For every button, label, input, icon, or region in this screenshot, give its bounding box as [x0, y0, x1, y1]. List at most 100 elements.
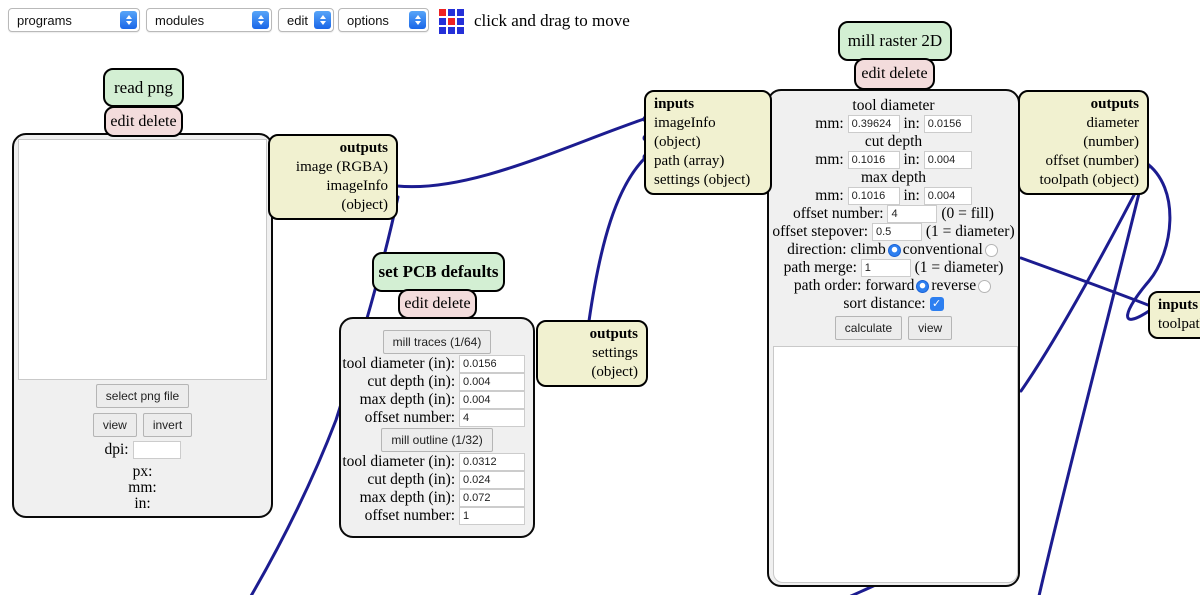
in-label: in:: [134, 495, 151, 512]
inputs-header: inputs: [1158, 297, 1199, 313]
trace-offset-number-input[interactable]: [459, 409, 525, 427]
cut-depth-in-input[interactable]: [923, 151, 972, 169]
direction-label: direction:: [787, 241, 847, 258]
output-diameter[interactable]: diameter (number): [1083, 115, 1139, 150]
mill-raster-preview-canvas[interactable]: [773, 346, 1018, 583]
offset-stepover-note: (1 = diameter): [925, 223, 1015, 240]
read-png-module: select png file view invert dpi: px: mm:…: [12, 133, 273, 518]
stepper-icon: [314, 11, 331, 29]
read-png-title[interactable]: read png: [103, 68, 184, 107]
offset-stepover-label: offset stepover:: [772, 223, 869, 240]
view-toolpath-button[interactable]: view: [908, 316, 953, 340]
outputs-header: outputs: [339, 140, 388, 156]
options-dropdown[interactable]: options: [338, 8, 429, 32]
read-png-edit-delete[interactable]: edit delete: [104, 106, 183, 137]
wire-output-down-offscreen[interactable]: [1037, 175, 1145, 595]
path-order-reverse-radio[interactable]: [978, 279, 992, 293]
mill-outline-button[interactable]: mill outline (1/32): [381, 428, 493, 452]
input-settings[interactable]: settings (object): [654, 172, 751, 188]
mill-raster-inputs-box[interactable]: inputs imageInfo (object) path (array) s…: [644, 90, 772, 195]
in-label: in:: [903, 115, 920, 132]
input-imageinfo[interactable]: imageInfo (object): [654, 115, 716, 150]
sort-distance-checkbox[interactable]: ✓: [929, 297, 944, 311]
max-depth-mm-input[interactable]: [847, 187, 900, 205]
edit-dropdown[interactable]: edit: [278, 8, 334, 32]
field-label: tool diameter (in):: [342, 453, 456, 470]
output-offset[interactable]: offset (number): [1045, 153, 1139, 169]
input-toolpath[interactable]: toolpath: [1158, 316, 1200, 332]
set-pcb-defaults-title[interactable]: set PCB defaults: [372, 252, 505, 292]
direction-climb-label: climb: [850, 241, 886, 258]
path-merge-note: (1 = diameter): [914, 259, 1004, 276]
output-image-rgba[interactable]: image (RGBA): [295, 159, 388, 175]
outline-cut-depth-input[interactable]: [459, 471, 525, 489]
set-pcb-edit-delete[interactable]: edit delete: [398, 289, 477, 319]
outline-offset-number-input[interactable]: [459, 507, 525, 525]
drag-hint-text: click and drag to move: [474, 11, 630, 30]
max-depth-heading: max depth: [861, 169, 926, 186]
mill-raster-2d-title[interactable]: mill raster 2D: [838, 21, 952, 61]
output-toolpath[interactable]: toolpath (object): [1039, 172, 1139, 188]
offset-stepover-input[interactable]: [871, 223, 922, 241]
dpi-label: dpi:: [104, 441, 129, 458]
modules-dropdown-label: modules: [155, 12, 205, 28]
offscreen-module-inputs-box[interactable]: inputs toolpath: [1148, 291, 1200, 339]
trace-tool-diameter-input[interactable]: [459, 355, 525, 373]
mm-label: mm:: [815, 187, 844, 204]
output-imageinfo[interactable]: imageInfo (object): [326, 178, 388, 213]
offset-number-input[interactable]: [887, 205, 938, 223]
mill-raster-edit-delete[interactable]: edit delete: [854, 58, 935, 90]
wire-output-under-module[interactable]: [1019, 166, 1150, 393]
input-path[interactable]: path (array): [654, 153, 725, 169]
output-settings[interactable]: settings (object): [591, 345, 638, 380]
modules-dropdown[interactable]: modules: [146, 8, 272, 32]
set-pcb-outputs-box[interactable]: outputs settings (object): [536, 320, 648, 387]
field-label: max depth (in):: [359, 489, 456, 506]
mill-traces-button[interactable]: mill traces (1/64): [382, 330, 492, 354]
direction-conventional-label: conventional: [902, 241, 983, 258]
tool-diameter-in-input[interactable]: [923, 115, 972, 133]
view-button[interactable]: view: [92, 413, 137, 437]
wire-cross-to-toolpath-input[interactable]: [1019, 256, 1150, 307]
select-png-file-button[interactable]: select png file: [95, 384, 190, 408]
trace-cut-depth-input[interactable]: [459, 373, 525, 391]
options-dropdown-label: options: [347, 12, 389, 28]
read-png-outputs-box[interactable]: outputs image (RGBA) imageInfo (object): [268, 134, 398, 220]
outputs-header: outputs: [1090, 96, 1139, 112]
cut-depth-mm-input[interactable]: [847, 151, 900, 169]
cut-depth-heading: cut depth: [864, 133, 923, 150]
outline-max-depth-input[interactable]: [459, 489, 525, 507]
wire-toolpath-loop[interactable]: [1126, 160, 1172, 321]
wire-image-to-imageinfo[interactable]: [395, 117, 646, 189]
dpi-input[interactable]: [132, 441, 181, 459]
path-order-forward-label: forward: [865, 277, 915, 294]
outputs-header: outputs: [589, 326, 638, 342]
mm-label: mm:: [128, 479, 157, 496]
programs-dropdown[interactable]: programs: [8, 8, 140, 32]
invert-button[interactable]: invert: [142, 413, 193, 437]
mm-label: mm:: [815, 151, 844, 168]
calculate-button[interactable]: calculate: [834, 316, 903, 340]
field-label: cut depth (in):: [367, 373, 456, 390]
outline-tool-diameter-input[interactable]: [459, 453, 525, 471]
path-merge-input[interactable]: [860, 259, 911, 277]
max-depth-in-input[interactable]: [923, 187, 972, 205]
trace-max-depth-input[interactable]: [459, 391, 525, 409]
read-png-preview-canvas[interactable]: [18, 139, 267, 380]
wire-settings-to-settings[interactable]: [587, 155, 648, 323]
direction-conventional-radio[interactable]: [984, 243, 998, 257]
path-order-forward-radio[interactable]: [916, 279, 930, 293]
path-merge-label: path merge:: [783, 259, 857, 276]
offset-number-note: (0 = fill): [941, 205, 994, 222]
path-order-label: path order:: [793, 277, 862, 294]
stepper-icon: [120, 11, 137, 29]
field-label: offset number:: [364, 409, 456, 426]
field-label: tool diameter (in):: [342, 355, 456, 372]
tool-diameter-mm-input[interactable]: [847, 115, 900, 133]
mill-raster-outputs-box[interactable]: outputs diameter (number) offset (number…: [1018, 90, 1149, 195]
direction-climb-radio[interactable]: [887, 243, 901, 257]
inputs-header: inputs: [654, 96, 695, 112]
sort-distance-label: sort distance:: [843, 295, 926, 312]
move-grid-icon[interactable]: [439, 9, 464, 34]
